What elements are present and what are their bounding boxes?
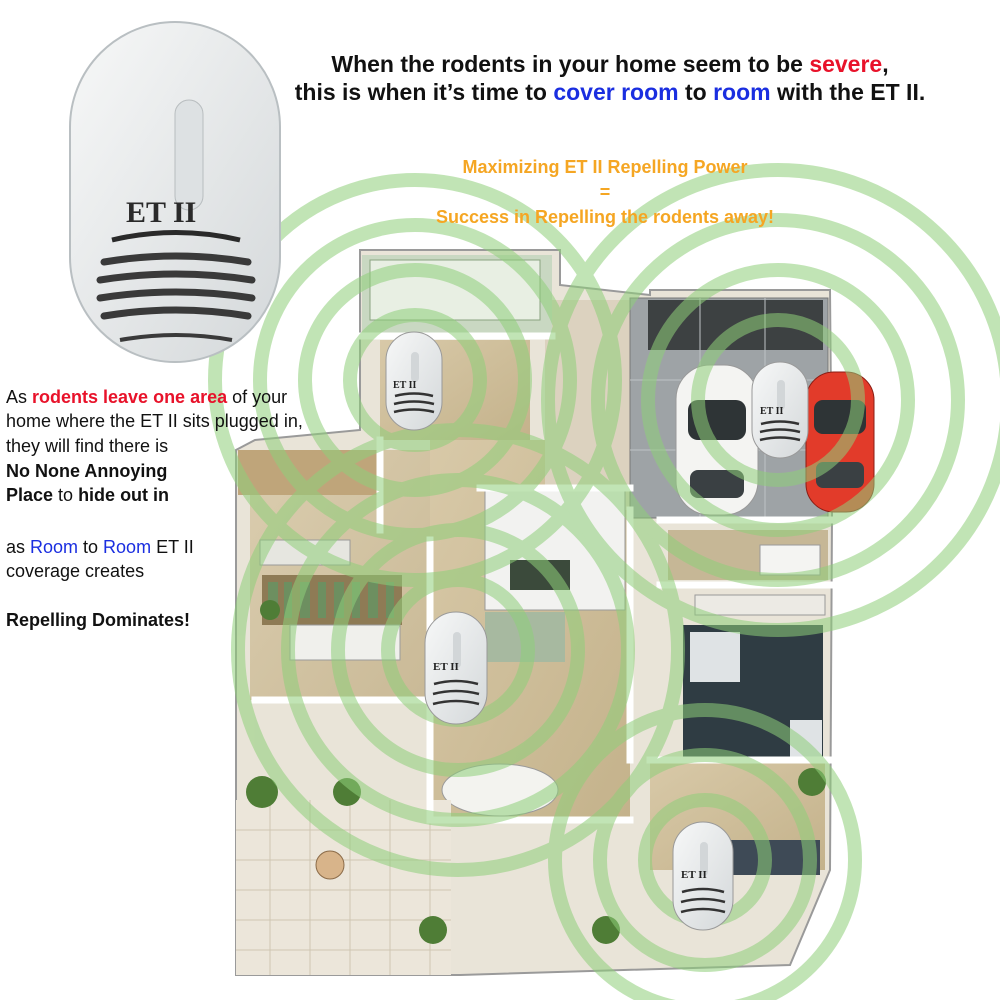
tagline-equals: = — [599, 182, 611, 202]
tagline-line-2: Success in Repelling the rodents away! — [435, 207, 775, 227]
et2-device-bottom-room: ET II — [672, 821, 734, 931]
ultrasonic-waves — [208, 163, 1000, 1000]
device-label: ET II — [393, 380, 417, 391]
tagline-line-1: Maximizing ET II Repelling Power — [462, 157, 748, 177]
left-text-line-1: As rodents leave one area of your — [6, 387, 288, 407]
left-text-line-7: coverage creates — [6, 561, 145, 581]
device-label: ET II — [681, 869, 707, 881]
left-text-line-5: Place to hide out in — [6, 485, 170, 505]
headline-line-1: When the rodents in your home seem to be… — [331, 51, 889, 77]
device-label: ET II — [760, 406, 784, 417]
et2-device-kitchen: ET II — [424, 611, 488, 725]
left-text-line-4: No None Annoying — [6, 461, 168, 481]
device-label: ET II — [433, 661, 459, 673]
et2-device-bedroom: ET II — [385, 331, 443, 431]
device-label: ET II — [126, 196, 196, 229]
et2-device-large: ET II — [69, 21, 281, 363]
headline-line-2: this is when it’s time to cover room to … — [294, 79, 926, 105]
left-text-line-8: Repelling Dominates! — [6, 610, 191, 630]
left-text-line-6: as Room to Room ET II — [6, 537, 194, 557]
left-text-line-2: home where the ET II sits plugged in, — [6, 411, 303, 431]
et2-device-garage: ET II — [751, 361, 809, 459]
left-text-line-3: they will find there is — [6, 436, 169, 456]
